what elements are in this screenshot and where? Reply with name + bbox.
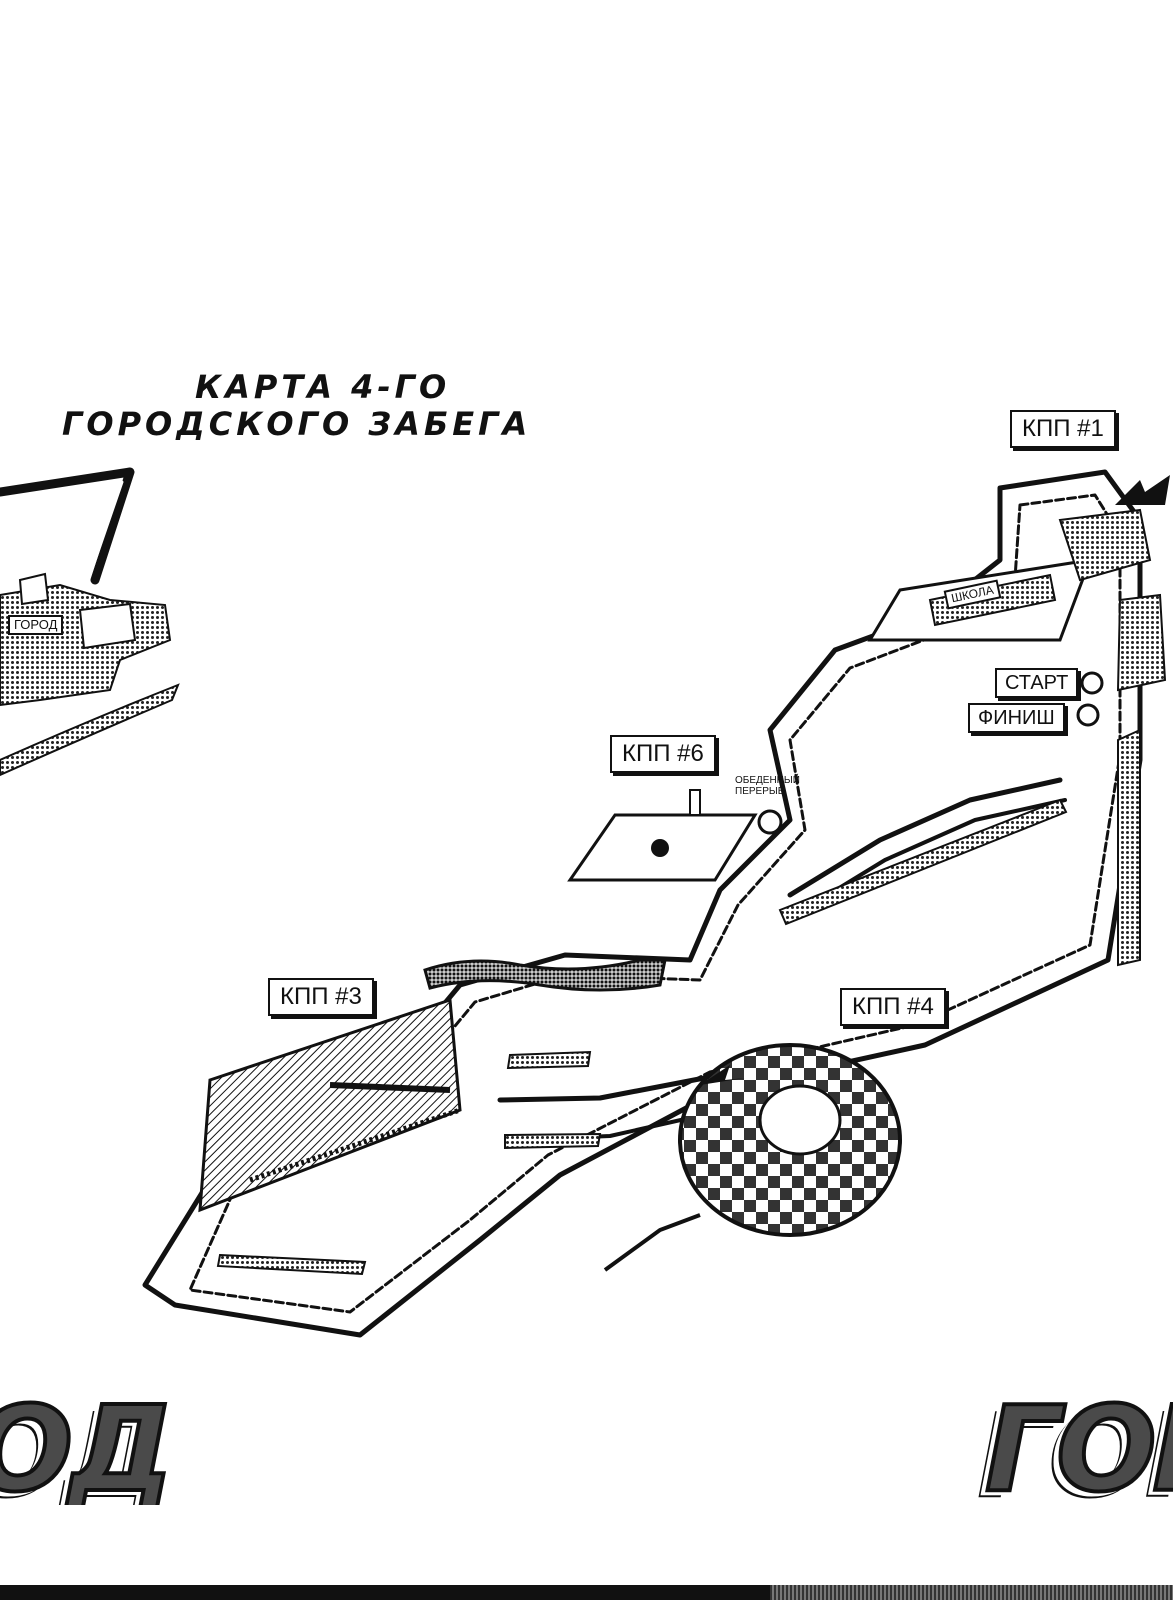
cp6-post	[689, 789, 701, 816]
gate-ring-icon	[757, 809, 783, 835]
river-band	[423, 958, 667, 992]
school-roof-row	[928, 573, 1057, 627]
cp6-plaza	[567, 789, 783, 882]
big-word-right-crop: ГОРОД	[975, 1395, 1173, 1510]
arrow-road-edge	[0, 480, 124, 577]
runner-marker-icon	[651, 839, 669, 857]
cp4-roundabout	[603, 1043, 902, 1272]
checkpoint-6-label: КПП #6	[610, 735, 716, 773]
map-title-line-2: ГОРОДСКОГО ЗАБЕГА	[62, 405, 532, 443]
right-buildings	[1116, 593, 1167, 692]
cp3-fence	[249, 1107, 461, 1183]
arrow-road	[0, 467, 135, 585]
checkpoint-3-label: КПП #3	[268, 978, 374, 1016]
city-sign: ГОРОД	[8, 615, 64, 635]
checkpoint-4-label: КПП #4	[840, 988, 946, 1026]
checkpoint-1-label: КПП #1	[1010, 410, 1116, 448]
start-finish-markers	[1076, 671, 1104, 727]
big-word-left-crop: ГОРОД	[0, 1395, 170, 1505]
diagonal-band	[778, 798, 1068, 926]
shaded-road-bands	[0, 683, 1141, 1276]
mid-band-2	[506, 1050, 592, 1070]
map-title-line-1: КАРТА 4-ГО	[195, 368, 451, 406]
cp3-park-path	[329, 1082, 451, 1093]
cp3-park-block	[198, 997, 462, 1213]
city-block-2	[18, 572, 50, 606]
big-word-left: ГОРОД	[0, 1395, 170, 1505]
big-word-right: ГОРОД	[983, 1395, 1173, 1510]
start-marker-icon	[1080, 671, 1104, 695]
roundabout-exit	[603, 1213, 701, 1272]
city-left-area	[0, 572, 172, 707]
left-curve-band	[0, 683, 180, 777]
page-bottom-edge-tone	[770, 1585, 1173, 1600]
lower-band	[216, 1253, 367, 1276]
mid-band	[504, 1132, 602, 1150]
lunch-break-note-line-2: ПЕРЕРЫВ	[735, 786, 785, 797]
route-segment-start-to-cp6	[787, 777, 1063, 898]
roundabout-entry-arrow	[700, 1065, 745, 1085]
city-block-3	[78, 602, 137, 650]
cp3-park	[198, 997, 462, 1213]
school-buildings	[1058, 508, 1152, 582]
finish-label: ФИНИШ	[968, 703, 1065, 733]
finish-marker-icon	[1076, 703, 1100, 727]
arrow-to-school	[1115, 475, 1170, 505]
right-vertical-band	[1117, 728, 1141, 967]
roundabout-inner	[758, 1084, 842, 1156]
start-label: СТАРТ	[995, 668, 1079, 698]
lunch-break-note-line-1: ОБЕДЕННЫЙ	[735, 775, 800, 786]
